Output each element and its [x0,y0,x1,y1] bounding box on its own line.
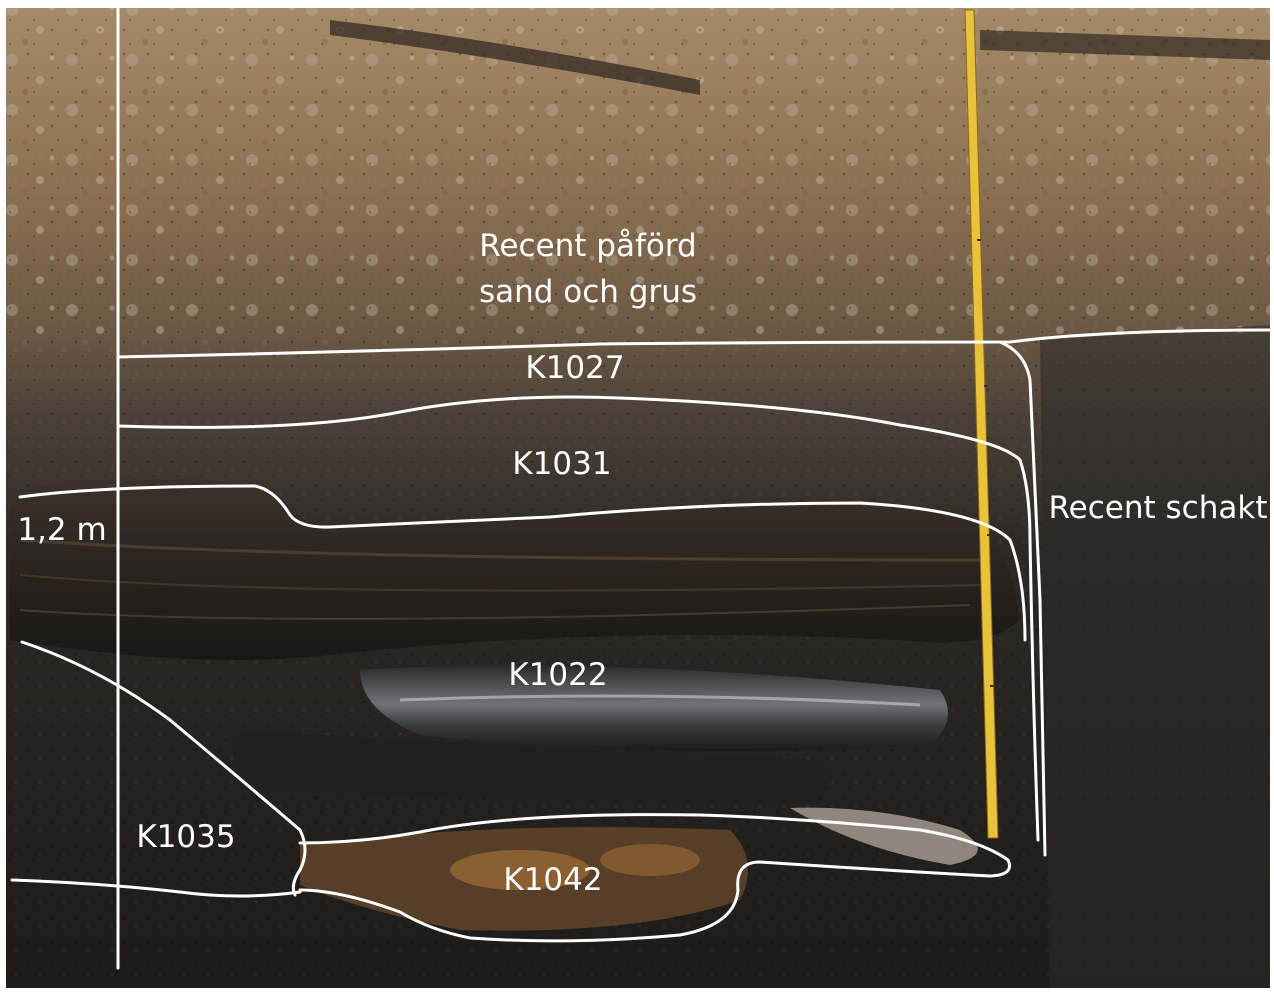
boundary-k1031-k1022 [18,484,1027,642]
boundary-k1027-k1031 [116,395,1040,842]
measuring-rod [964,9,999,839]
trench-fill [1040,325,1270,988]
pale-log [360,665,948,751]
label-fill-line2: sand och grus [479,274,697,310]
label-recent-schakt: Recent schakt [1049,490,1268,526]
top-dark-band-right [980,30,1270,60]
timber-grain-1 [19,538,981,562]
label-fill-line1: Recent påförd [479,228,696,264]
log-highlight [399,694,921,707]
timber-band [10,478,1020,660]
interpretation-lines [10,6,1274,970]
k1042-orange-patch [450,850,590,890]
boundary-fill-k1027 [116,328,1274,359]
boundary-k1042 [298,813,1011,943]
k1042-orange-patch-2 [600,844,700,876]
label-k1035: K1035 [136,819,235,855]
timber-grain-2 [19,574,981,592]
label-k1031: K1031 [512,446,611,482]
label-depth: 1,2 m [17,512,106,548]
label-k1027: K1027 [525,350,624,386]
top-dark-band [330,20,700,95]
label-k1042: K1042 [503,862,602,898]
trench-edge-line [998,340,1047,857]
lower-log [230,730,827,805]
boundary-k1035-left [20,640,307,897]
boundary-k1035-bottom [10,878,302,898]
label-k1022: K1022 [508,657,607,693]
timber-grain-3 [19,604,971,620]
